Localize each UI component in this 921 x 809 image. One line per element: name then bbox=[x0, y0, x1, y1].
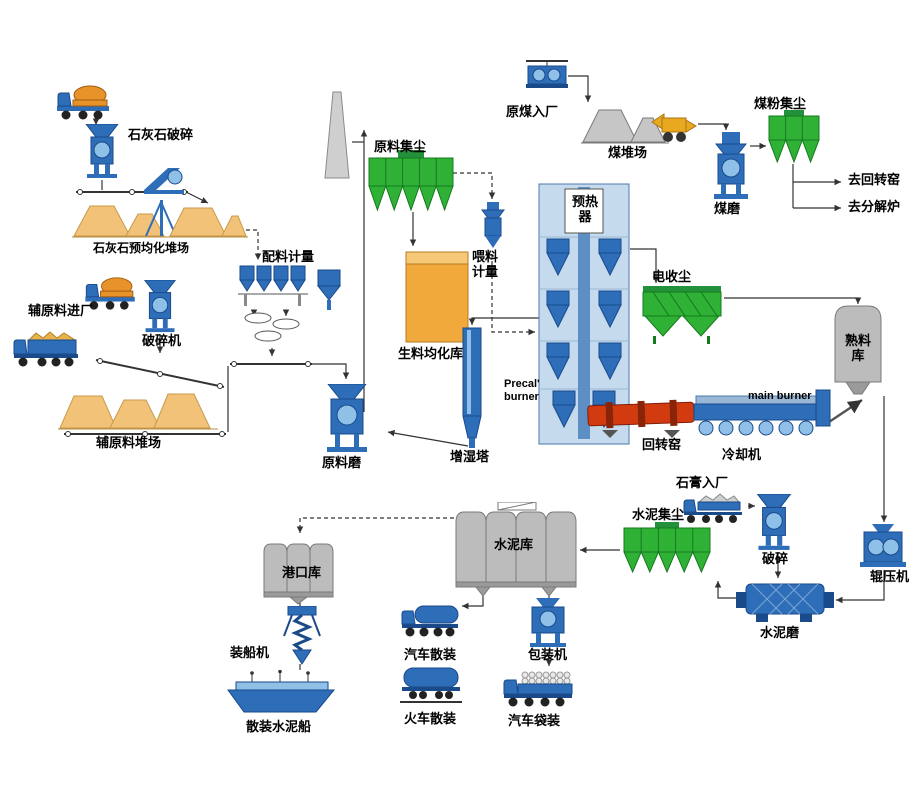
label-precal-burner: Precal' burner bbox=[504, 378, 540, 403]
label-clinker-silo: 熟料库 bbox=[844, 333, 871, 363]
humidifying-tower-icon bbox=[456, 326, 488, 450]
gypsum-crusher-icon bbox=[752, 494, 796, 552]
label-raw-meal-homogenizing-silo: 生料均化库 bbox=[398, 346, 464, 361]
limestone-batch-hopper-icon bbox=[314, 268, 344, 312]
raw-dust-collector-icon bbox=[366, 148, 456, 216]
label-raw-meal-dust-collector: 原料集尘 bbox=[374, 139, 427, 154]
coal-entry-machine-icon bbox=[522, 58, 572, 96]
bag-truck-icon bbox=[502, 666, 576, 712]
label-crusher-machine: 破碎机 bbox=[142, 333, 182, 348]
label-port-silo: 港口库 bbox=[282, 565, 322, 580]
label-to-calciner: 去分解炉 bbox=[848, 199, 901, 214]
cement-dust-collector-icon bbox=[621, 520, 713, 578]
label-packing-machine: 包装机 bbox=[528, 647, 568, 662]
bulk-train-wagon-icon bbox=[400, 664, 462, 708]
label-ship-loader: 装船机 bbox=[230, 645, 270, 660]
limestone-crusher-icon bbox=[82, 124, 122, 180]
label-coal-dust-collector: 煤粉集尘 bbox=[754, 96, 807, 111]
feed-metering-icon bbox=[478, 202, 508, 252]
label-bulk-cement-ship: 散装水泥船 bbox=[246, 719, 312, 734]
bulk-cement-ship-icon bbox=[226, 670, 336, 718]
label-main-burner: main burner bbox=[748, 390, 812, 402]
label-truck-bag-loading: 汽车袋装 bbox=[508, 713, 561, 728]
bulk-tanker-truck-icon bbox=[400, 598, 462, 646]
label-limestone-crushing: 石灰石破碎 bbox=[128, 127, 194, 142]
label-aux-material-entry: 辅原料进厂 bbox=[28, 303, 94, 318]
label-raw-coal-entry: 原煤入厂 bbox=[506, 104, 559, 119]
label-electrostatic-precipitator: 电收尘 bbox=[652, 269, 692, 284]
ship-loader-icon bbox=[278, 606, 326, 666]
label-train-bulk-loading: 火车散装 bbox=[404, 711, 457, 726]
cement-mill-icon bbox=[736, 576, 834, 626]
limestone-piles-icon bbox=[72, 198, 248, 240]
label-cement-mill: 水泥磨 bbox=[760, 625, 800, 640]
aux-crusher-icon bbox=[140, 280, 180, 334]
label-humidifying-tower: 增湿塔 bbox=[450, 449, 490, 464]
roller-press-icon bbox=[858, 524, 908, 570]
chimney-icon bbox=[322, 90, 352, 180]
label-rotary-kiln: 回转窑 bbox=[642, 437, 682, 452]
raw-meal-silo-icon bbox=[404, 248, 470, 346]
electrostatic-precipitator-icon bbox=[641, 284, 723, 346]
coal-yard-machine-icon bbox=[650, 112, 698, 146]
coal-piles-icon bbox=[581, 104, 669, 146]
cement-silo-icon bbox=[454, 502, 580, 600]
coal-dust-collector-icon bbox=[766, 108, 822, 168]
label-limestone-preblending-yard: 石灰石预均化堆场 bbox=[93, 241, 190, 255]
label-aux-material-yard: 辅原料堆场 bbox=[96, 435, 162, 450]
port-silo-icon bbox=[262, 536, 340, 606]
belt-feeders-icon bbox=[240, 310, 310, 348]
label-batching-metering: 配料计量 bbox=[262, 249, 315, 264]
label-crushing: 破碎 bbox=[762, 551, 789, 566]
label-coal-mill: 煤磨 bbox=[714, 201, 741, 216]
clinker-silo-icon bbox=[832, 302, 884, 398]
rotary-kiln-icon bbox=[586, 394, 698, 440]
batching-hoppers-icon bbox=[238, 264, 308, 310]
label-cement-silo: 水泥库 bbox=[494, 537, 534, 552]
limestone-mixer-truck-icon bbox=[55, 82, 113, 122]
label-truck-bulk-loading: 汽车散装 bbox=[404, 647, 457, 662]
label-roller-press: 辊压机 bbox=[870, 569, 910, 584]
label-preheater: 预热器 bbox=[571, 194, 598, 224]
label-cooler: 冷却机 bbox=[722, 447, 762, 462]
label-raw-mill: 原料磨 bbox=[322, 455, 362, 470]
preheater-icon bbox=[538, 183, 630, 445]
label-cement-dust-collector: 水泥集尘 bbox=[632, 507, 685, 522]
label-coal-yard: 煤堆场 bbox=[608, 145, 648, 160]
raw-mill-icon bbox=[318, 384, 376, 456]
label-feeding-metering: 喂料计量 bbox=[471, 249, 498, 279]
gypsum-truck-icon bbox=[682, 488, 746, 526]
conveyor-tripper-icon bbox=[142, 160, 186, 196]
cooler-icon bbox=[692, 388, 832, 448]
packing-machine-icon bbox=[522, 598, 574, 648]
coal-mill-icon bbox=[708, 132, 754, 202]
aux-piles-icon bbox=[58, 386, 218, 432]
aux-mixer-truck-icon bbox=[82, 274, 140, 312]
dump-truck-icon bbox=[12, 328, 84, 372]
label-to-rotary-kiln: 去回转窑 bbox=[848, 172, 901, 187]
label-gypsum-entry: 石膏入厂 bbox=[676, 475, 729, 490]
